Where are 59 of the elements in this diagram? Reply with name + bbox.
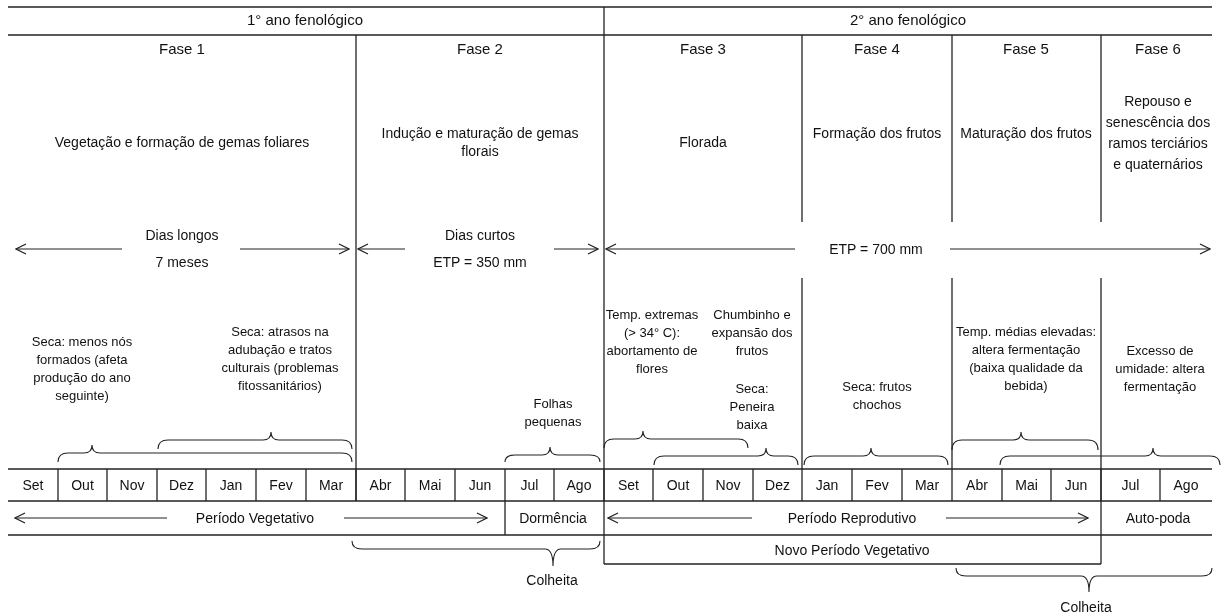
month-label: Jun <box>467 476 493 494</box>
month-label: Jan <box>814 476 840 494</box>
month-label: Dez <box>168 476 195 494</box>
month-label: Dez <box>764 476 791 494</box>
arrow-label: 7 meses <box>154 253 210 271</box>
phase-description: Repouso e senescência dos ramos terciários e quaternários <box>1104 92 1212 174</box>
phase-heading: Fase 5 <box>1002 40 1050 58</box>
arrow-label: Dias curtos <box>444 226 516 244</box>
month-label: Jun <box>1063 476 1089 494</box>
phase-description: Indução e maturação de gemas florais <box>380 124 580 160</box>
month-label: Jan <box>218 476 244 494</box>
harvest-label: Colheita <box>1059 598 1113 616</box>
phase-heading: Fase 4 <box>853 40 901 58</box>
note: Temp. médias elevadas: altera fermentação (baixa qualidade da bebida) <box>955 323 1097 395</box>
column-heading: 2° ano fenológico <box>848 11 968 29</box>
month-label: Fev <box>268 476 294 494</box>
arrow-label: ETP = 350 mm <box>432 253 528 271</box>
arrow-label: Dias longos <box>144 226 220 244</box>
note: Folhas pequenas <box>523 395 583 431</box>
phase-heading: Fase 1 <box>158 40 206 58</box>
period-label: Novo Período Vegetativo <box>773 541 931 559</box>
month-label: Nov <box>118 476 146 494</box>
month-label: Ago <box>565 476 593 494</box>
month-label: Mar <box>317 476 345 494</box>
column-heading: 1° ano fenológico <box>245 11 365 29</box>
month-label: Set <box>617 476 640 494</box>
phase-description: Vegetação e formação de gemas foliares <box>53 133 311 151</box>
note: Excesso de umidade: altera fermentação <box>1114 342 1206 396</box>
phase-description: Maturação dos frutos <box>959 124 1093 142</box>
month-label: Jul <box>519 476 540 494</box>
note: Seca: atrasos na adubação e tratos culturais (problemas fitossanitários) <box>220 323 340 395</box>
note: Seca: Peneira baixa <box>728 380 776 434</box>
note: Temp. extremas (> 34° C): abortamento de flores <box>604 306 700 378</box>
arrow-label: ETP = 700 mm <box>828 240 924 258</box>
note: Seca: frutos chochos <box>841 378 913 414</box>
phase-heading: Fase 3 <box>679 40 727 58</box>
period-label: Auto-poda <box>1124 509 1192 527</box>
month-label: Fev <box>864 476 890 494</box>
month-label: Out <box>70 476 95 494</box>
month-label: Nov <box>714 476 742 494</box>
month-label: Mai <box>1014 476 1039 494</box>
phase-description: Formação dos frutos <box>811 124 943 142</box>
month-label: Ago <box>1172 476 1200 494</box>
period-label: Dormência <box>518 509 588 527</box>
month-label: Set <box>21 476 45 494</box>
phase-description: Florada <box>678 133 728 151</box>
harvest-label: Colheita <box>525 571 579 589</box>
month-label: Out <box>665 476 691 494</box>
phase-heading: Fase 2 <box>456 40 504 58</box>
phase-heading: Fase 6 <box>1134 40 1182 58</box>
month-label: Mai <box>417 476 443 494</box>
note: Chumbinho e expansão dos frutos <box>710 306 794 360</box>
month-label: Jul <box>1120 476 1141 494</box>
note: Seca: menos nós formados (afeta produção do ano seguinte) <box>30 333 134 405</box>
period-label: Período Reprodutivo <box>786 509 918 527</box>
month-label: Abr <box>965 476 989 494</box>
period-label: Período Vegetativo <box>194 509 316 527</box>
month-label: Mar <box>913 476 941 494</box>
month-label: Abr <box>368 476 393 494</box>
